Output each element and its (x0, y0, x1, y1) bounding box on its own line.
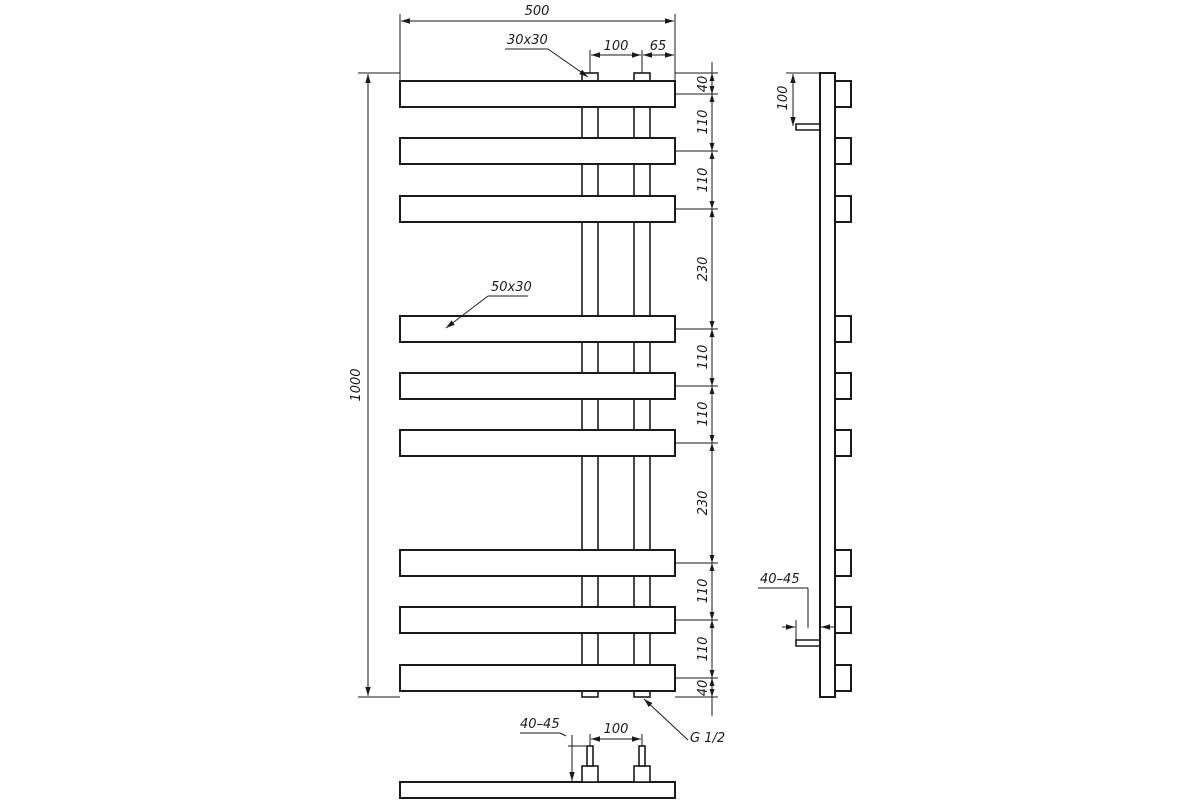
dimension-side-top: 100 (776, 72, 820, 126)
label-gap: 110 (696, 402, 711, 427)
pipe-stub-nipple (638, 745, 646, 767)
label-bottom-wall-gap: 40–45 (520, 717, 560, 732)
side-bar-end (834, 80, 852, 108)
bar-section-callout: 50x30 (445, 280, 532, 329)
label-pipe-offset: 65 (650, 39, 667, 54)
pipe-stub-base (581, 765, 599, 783)
side-bar-end (834, 137, 852, 165)
bottom-view: 40–45 100 (399, 717, 676, 799)
dimension-bottom-pipe-spacing: 100 (589, 722, 643, 746)
side-bar-end (834, 664, 852, 692)
bar (399, 195, 676, 223)
bar (399, 549, 676, 577)
dimension-chain-right: 40 110 110 230 110 110 230 110 110 40 (675, 62, 718, 716)
label-gap: 110 (696, 110, 711, 135)
label-pipe-spacing: 100 (604, 39, 629, 54)
side-bar-end (834, 195, 852, 223)
bar (399, 315, 676, 343)
label-gap: 110 (696, 637, 711, 662)
bar (399, 80, 676, 108)
side-bar-end (834, 549, 852, 577)
label-gap: 110 (696, 168, 711, 193)
horizontal-bars (399, 80, 676, 692)
label-gap: 230 (696, 257, 711, 282)
side-bar-ends (834, 80, 852, 692)
top-wall-bracket (795, 123, 820, 131)
side-bar-end (834, 372, 852, 400)
label-bar-section: 50x30 (491, 280, 532, 295)
bottom-view-bar (399, 781, 676, 799)
label-gap: 230 (696, 491, 711, 516)
pipe-section-callout: 30x30 (505, 33, 589, 78)
bar (399, 664, 676, 692)
bar (399, 429, 676, 457)
label-bottom-pipe-spacing: 100 (604, 722, 629, 737)
label-connection-thread: G 1/2 (690, 731, 725, 746)
side-vertical-pipe (819, 72, 836, 698)
label-gap: 110 (696, 579, 711, 604)
side-bar-end (834, 315, 852, 343)
label-overall-width: 500 (525, 4, 550, 19)
thread-callout: G 1/2 (643, 698, 725, 746)
label-gap: 110 (696, 345, 711, 370)
dimension-pipe-spacing: 100 65 (589, 39, 676, 73)
front-view: 500 30x30 100 65 1000 (349, 4, 725, 746)
label-pipe-section: 30x30 (507, 33, 548, 48)
dimension-overall-height: 1000 (349, 72, 400, 698)
side-bar-end (834, 606, 852, 634)
dimension-bottom-wall: 40–45 (520, 717, 586, 783)
pipe-stub-base (633, 765, 651, 783)
bottom-pipe-stubs (581, 745, 651, 783)
bottom-wall-bracket (795, 639, 820, 647)
bar (399, 372, 676, 400)
side-view: 100 40–45 (758, 72, 852, 698)
label-side-top-gap: 100 (776, 86, 791, 111)
label-gap: 40 (696, 680, 711, 697)
dimension-side-wall: 40–45 (758, 572, 834, 640)
label-gap: 40 (696, 76, 711, 93)
side-bar-end (834, 429, 852, 457)
label-side-wall-gap: 40–45 (760, 572, 800, 587)
bar (399, 137, 676, 165)
label-overall-height: 1000 (349, 368, 364, 401)
pipe-stub-nipple (586, 745, 594, 767)
bar (399, 606, 676, 634)
